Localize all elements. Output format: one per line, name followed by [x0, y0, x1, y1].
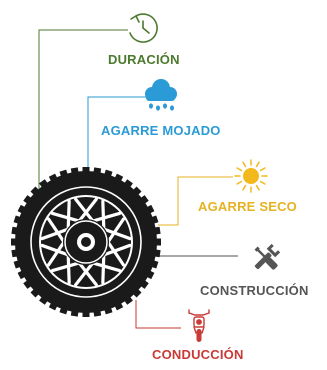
rim-spoke: [66, 253, 71, 285]
motorcycle-icon: [188, 309, 210, 342]
clock-arrow-icon: [129, 13, 158, 43]
sun-ray: [255, 184, 260, 191]
tread-block: [153, 238, 161, 246]
tread-block: [103, 169, 113, 180]
tread-block: [138, 278, 149, 289]
sun-ray: [242, 184, 247, 191]
rim-spoke: [46, 240, 66, 267]
tread-block: [39, 294, 50, 305]
duration-connector: [38, 29, 128, 190]
duration-label: DURACIÓN: [108, 52, 180, 67]
sun-ray: [236, 180, 243, 185]
rim-spoke: [46, 217, 66, 244]
tread-block: [148, 259, 159, 269]
tread-block: [59, 304, 69, 315]
rim-spoke: [40, 227, 70, 241]
rim-spoke: [102, 243, 132, 257]
tread-block: [122, 179, 133, 190]
sun-ray: [259, 167, 266, 172]
rim-spoke: [101, 199, 106, 231]
tread-block: [70, 307, 79, 317]
connector-lines: [38, 29, 238, 329]
tread-block: [30, 186, 42, 198]
rim-spoke: [101, 253, 106, 285]
tread-block: [130, 286, 142, 298]
tread-block: [113, 173, 124, 184]
tread-block: [23, 278, 34, 289]
sun-icon: [234, 159, 268, 193]
rim-spoke: [106, 240, 126, 267]
tire-icon: [11, 167, 161, 317]
tread-block: [138, 195, 149, 206]
rim-spoke: [50, 261, 81, 273]
tread-block: [30, 286, 42, 298]
tread-block: [130, 186, 142, 198]
wet-grip-label: AGARRE MOJADO: [101, 123, 221, 138]
sun-ray: [236, 167, 243, 172]
tread-block: [151, 226, 161, 235]
tread-block: [17, 204, 28, 215]
wet-connector: [87, 96, 150, 183]
rim-spoke: [77, 197, 98, 223]
tread-block: [93, 307, 102, 317]
tread-block: [17, 269, 28, 280]
tread-block: [59, 169, 69, 180]
rim-spoke: [50, 211, 81, 223]
dry-connector: [158, 176, 233, 226]
tread-block: [151, 249, 161, 258]
tread-block: [11, 249, 21, 258]
tread-block: [23, 195, 34, 206]
tread-block: [11, 238, 19, 246]
tread-block: [103, 304, 113, 315]
tread-block: [82, 167, 90, 175]
tread-block: [48, 300, 59, 311]
rim-spoke: [91, 261, 122, 273]
tread-block: [39, 179, 50, 190]
tread-block: [48, 173, 59, 184]
tread-block: [144, 269, 155, 280]
rim-spoke: [77, 261, 98, 287]
tread-block: [93, 167, 102, 177]
rim-spoke: [91, 211, 122, 223]
rim-spoke: [74, 197, 95, 223]
tread-block: [11, 226, 21, 235]
tread-block: [144, 204, 155, 215]
tread-block: [148, 215, 159, 225]
riding-connector: [135, 300, 181, 329]
sun-ray: [242, 161, 247, 168]
riding-label: CONDUCCIÓN: [152, 347, 244, 362]
sun-ray: [255, 161, 260, 168]
rim-spoke: [106, 217, 126, 244]
rain-cloud-icon: [145, 79, 177, 111]
rim-spoke: [74, 261, 95, 287]
tread-block: [13, 259, 24, 269]
construction-label: CONSTRUCCIÓN: [200, 283, 309, 298]
rim-spoke: [40, 243, 70, 257]
tread-block: [82, 309, 90, 317]
tread-block: [113, 300, 124, 311]
tread-block: [13, 215, 24, 225]
tools-icon: [254, 243, 281, 270]
sun-ray: [259, 180, 266, 185]
tread-block: [122, 294, 133, 305]
rim-spoke: [102, 227, 132, 241]
rim-spoke: [66, 199, 71, 231]
tread-block: [70, 167, 79, 177]
dry-grip-label: AGARRE SECO: [198, 199, 297, 214]
